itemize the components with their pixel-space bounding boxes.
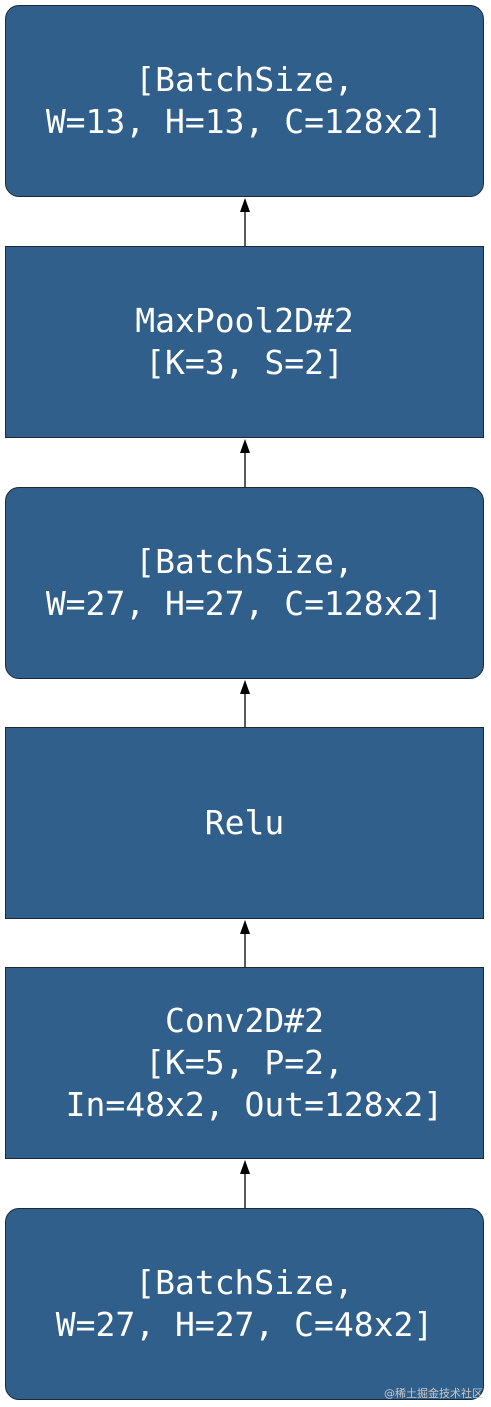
conv2d-layer-node: Conv2D#2 [K=5, P=2, In=48x2, Out=128x2] (5, 967, 484, 1159)
node-text-line: [K=3, S=2] (145, 343, 344, 382)
tensor-relu-shape-node: [BatchSize, W=27, H=27, C=128x2] (5, 487, 484, 679)
tensor-input-shape-node: [BatchSize, W=27, H=27, C=48x2] (5, 1208, 484, 1400)
edge-arrow-input-to-conv (240, 1160, 250, 1208)
node-text-line: Conv2D#2 (165, 1001, 324, 1040)
node-text-line: [BatchSize, (135, 60, 354, 99)
edge-arrow-relu-to-relu-tensor (240, 680, 250, 727)
maxpool-layer-node: MaxPool2D#2 [K=3, S=2] (5, 246, 484, 438)
relu-layer-node: Relu (5, 727, 484, 919)
node-text-line: [K=5, P=2, (145, 1043, 344, 1082)
node-text-line: In=48x2, Out=128x2] (45, 1085, 444, 1124)
node-text-line: Relu (204, 803, 285, 842)
node-text-line: [BatchSize, (135, 542, 354, 581)
node-text-line: W=27, H=27, C=128x2] (45, 584, 444, 623)
node-text-line: MaxPool2D#2 (135, 301, 354, 340)
node-text-line: [BatchSize, (135, 1263, 354, 1302)
node-text-line: W=27, H=27, C=48x2] (55, 1305, 434, 1344)
edge-arrow-conv-to-relu (240, 920, 250, 967)
node-text-line: W=13, H=13, C=128x2] (45, 102, 444, 141)
edge-arrow-relu-tensor-to-maxpool (240, 439, 250, 487)
edge-arrow-maxpool-to-output (240, 198, 250, 246)
watermark-text: @稀土掘金技术社区 (384, 1387, 483, 1400)
tensor-output-shape-node: [BatchSize, W=13, H=13, C=128x2] (5, 5, 484, 197)
